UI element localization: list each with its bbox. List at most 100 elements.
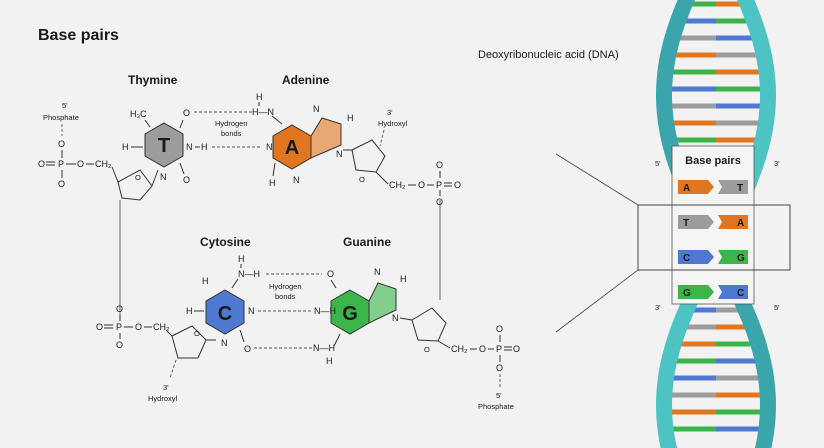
- inset-pair-right-letter: A: [737, 218, 744, 229]
- top-three-prime: 3': [387, 108, 393, 117]
- bottom-right-phos-o4: O: [496, 363, 503, 373]
- bond: [375, 171, 389, 185]
- dna-label: Deoxyribonucleic acid (DNA): [478, 49, 619, 61]
- top-phosphate-o4: O: [58, 179, 65, 189]
- helix-left-three-prime: 3': [655, 303, 661, 312]
- bottom-right-phos-p: P: [496, 344, 502, 354]
- bond: [333, 333, 341, 347]
- guanine-n7: N: [374, 267, 381, 277]
- bottom-left-phos-o2: O: [96, 322, 103, 332]
- ta-hbond-label-2: bonds: [221, 129, 242, 138]
- cytosine-n1: N: [221, 338, 228, 348]
- bond: [151, 169, 159, 187]
- bottom-hydroxyl-link: [169, 359, 177, 379]
- top-right-phos-o3: O: [436, 160, 443, 170]
- cytosine-ring: [205, 289, 245, 335]
- cytosine-letter: C: [218, 303, 232, 325]
- cg-hbond-label-1: Hydrogen: [269, 282, 302, 291]
- bottom-three-prime: 3': [163, 383, 169, 392]
- inset-pair-left-base: [678, 250, 714, 264]
- bond: [399, 317, 413, 321]
- bottom-left-phos-o3: O: [135, 322, 142, 332]
- inset-pair-right-base: [718, 215, 748, 229]
- top-right-phos-o2: O: [454, 180, 461, 190]
- thymine-o-top: O: [183, 108, 190, 118]
- bottom-right-ch2: CH₂: [451, 344, 468, 354]
- cytosine-name: Cytosine: [200, 235, 251, 249]
- bottom-left-ch2: CH₂: [153, 322, 170, 332]
- thymine-n1: N: [160, 172, 167, 182]
- adenine-h-bottom: H: [269, 178, 276, 188]
- guanine-name: Guanine: [343, 235, 391, 249]
- bond: [271, 115, 283, 125]
- inset-pair-right-letter: T: [737, 183, 743, 194]
- inset-pair-right-letter: C: [737, 288, 744, 299]
- bottom-left-phos-o1: O: [116, 304, 123, 314]
- bottom-five-prime: 5': [496, 391, 502, 400]
- inset-pair-right-base: [718, 285, 748, 299]
- top-right-sugar: [351, 139, 386, 173]
- inset-pair-right-letter: G: [737, 253, 745, 264]
- adenine-n3: N: [293, 175, 300, 185]
- thymine-o-bottom: O: [183, 175, 190, 185]
- thymine-n3-h: H: [201, 142, 208, 152]
- bottom-left-sugar: [171, 325, 207, 359]
- thymine-name: Thymine: [128, 73, 178, 87]
- bond: [144, 119, 151, 128]
- inset-pair-left-letter: T: [683, 218, 689, 229]
- top-right-phos-o1: O: [418, 180, 425, 190]
- cytosine-h-left: H: [186, 306, 193, 316]
- inset-pair-left-base: [678, 215, 714, 229]
- bottom-right-sugar-o: O: [424, 345, 430, 354]
- top-left-sugar: [117, 169, 153, 201]
- guanine-amine-h: H: [326, 356, 333, 366]
- top-phosphate-o1: O: [58, 139, 65, 149]
- guanine-n1-h: N—H: [314, 306, 336, 316]
- bond: [272, 162, 276, 177]
- ta-hbond-label-1: Hydrogen: [215, 119, 248, 128]
- bond: [179, 162, 185, 175]
- helix-left-five-prime: 5': [655, 159, 661, 168]
- guanine-o: O: [327, 269, 334, 279]
- adenine-n7: N: [313, 104, 320, 114]
- adenine-ring-five: [310, 117, 342, 159]
- cytosine-amine: N—H: [238, 269, 260, 279]
- thymine-letter: T: [158, 135, 170, 157]
- inset-pair-right-base: [718, 180, 748, 194]
- top-left-sugar-o: O: [135, 173, 141, 182]
- page-title: Base pairs: [38, 27, 119, 44]
- cytosine-o: O: [244, 344, 251, 354]
- top-right-sugar-o: O: [359, 175, 365, 184]
- inset-title: Base pairs: [685, 155, 741, 167]
- top-right-phos-p: P: [436, 180, 442, 190]
- cytosine-n3: N: [248, 306, 255, 316]
- bottom-left-sugar-o: O: [194, 329, 200, 338]
- inset-pair-left-base: [678, 285, 714, 299]
- bottom-left-phos-p: P: [116, 322, 122, 332]
- bottom-hydroxyl-label: Hydroxyl: [148, 394, 178, 403]
- bond: [165, 329, 173, 337]
- top-phosphate-p: P: [58, 159, 64, 169]
- bottom-phosphate-label: Phosphate: [478, 402, 514, 411]
- callout-line-top: [555, 153, 639, 206]
- thymine-methyl: H₃C: [130, 109, 147, 119]
- guanine-ring-five: [368, 282, 397, 324]
- inset-pair-left-letter: A: [683, 183, 690, 194]
- guanine-h8: H: [400, 274, 407, 284]
- thymine-n3: N: [186, 142, 193, 152]
- bond: [330, 279, 337, 289]
- top-phosphate-ch2: CH₂: [95, 159, 112, 169]
- callout-line-bottom: [555, 269, 639, 333]
- adenine-n1: N: [266, 142, 273, 152]
- adenine-name: Adenine: [282, 73, 330, 87]
- helix-right-three-prime: 3': [774, 159, 780, 168]
- adenine-amine: H—N: [252, 107, 274, 117]
- adenine-h8: H: [347, 113, 354, 123]
